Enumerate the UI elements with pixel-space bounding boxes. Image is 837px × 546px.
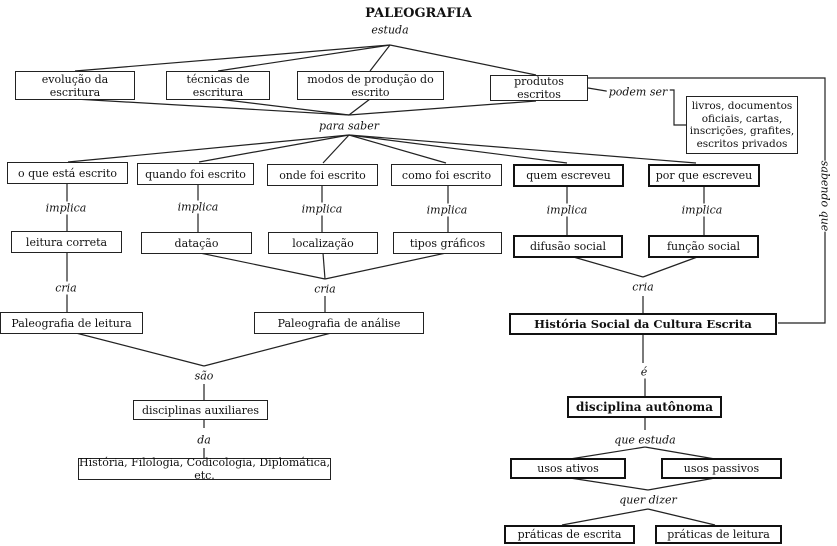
node-paleografia-analise: Paleografia de análise bbox=[254, 312, 424, 334]
node-usos-ativos: usos ativos bbox=[510, 458, 626, 479]
node-produtos-exemplos: livros, documentos oficiais, cartas, ins… bbox=[686, 96, 798, 154]
link-sao: são bbox=[192, 369, 216, 383]
node-question-quem: quem escreveu bbox=[513, 164, 624, 187]
node-modos-producao: modos de produção do escrito bbox=[297, 71, 444, 100]
link-implica-3: implica bbox=[299, 202, 345, 216]
node-datacao: datação bbox=[141, 232, 252, 254]
node-question-onde: onde foi escrito bbox=[267, 164, 378, 186]
node-localizacao: localização bbox=[268, 232, 378, 254]
link-cria-3: cria bbox=[630, 280, 656, 294]
node-praticas-leitura: práticas de leitura bbox=[655, 525, 782, 544]
node-question-quando: quando foi escrito bbox=[137, 163, 254, 185]
node-tecnicas-escritura: técnicas de escritura bbox=[166, 71, 270, 100]
node-praticas-escrita: práticas de escrita bbox=[504, 525, 635, 544]
node-question-o-que: o que está escrito bbox=[7, 162, 128, 184]
node-difusao-social: difusão social bbox=[513, 235, 623, 258]
node-tipos-graficos: tipos gráficos bbox=[393, 232, 502, 254]
link-e: é bbox=[638, 365, 650, 379]
node-disciplinas-lista: História, Filologia, Codicologia, Diplom… bbox=[78, 456, 331, 482]
node-funcao-social: função social bbox=[648, 235, 759, 258]
node-question-por-que: por que escreveu bbox=[648, 164, 760, 187]
node-disciplinas-auxiliares: disciplinas auxiliares bbox=[133, 400, 268, 420]
link-estuda: estuda bbox=[369, 23, 411, 37]
node-produtos-escritos: produtos escritos bbox=[490, 75, 588, 101]
link-implica-6: implica bbox=[679, 203, 725, 217]
node-paleografia-leitura: Paleografia de leitura bbox=[0, 312, 143, 334]
node-disciplina-autonoma: disciplina autônoma bbox=[567, 396, 722, 418]
link-implica-2: implica bbox=[175, 200, 221, 214]
link-que-estuda: que estuda bbox=[612, 433, 678, 447]
link-podem-ser: podem ser bbox=[606, 85, 670, 99]
node-evolucao-escritura: evolução da escritura bbox=[15, 71, 135, 100]
link-cria-1: cria bbox=[53, 281, 79, 295]
link-sabendo-que: sabendo que bbox=[816, 160, 834, 232]
diagram-title: PALEOGRAFIA bbox=[365, 6, 472, 21]
link-quer-dizer: quer dizer bbox=[617, 493, 679, 507]
link-implica-4: implica bbox=[424, 203, 470, 217]
node-historia-social: História Social da Cultura Escrita bbox=[509, 313, 777, 335]
node-question-como: como foi escrito bbox=[391, 164, 502, 186]
link-da: da bbox=[195, 433, 213, 447]
link-implica-1: implica bbox=[43, 201, 89, 215]
link-cria-2: cria bbox=[312, 282, 338, 296]
link-para-saber: para saber bbox=[317, 119, 381, 133]
node-leitura-correta: leitura correta bbox=[11, 231, 122, 253]
node-usos-passivos: usos passivos bbox=[661, 458, 782, 479]
link-implica-5: implica bbox=[544, 203, 590, 217]
